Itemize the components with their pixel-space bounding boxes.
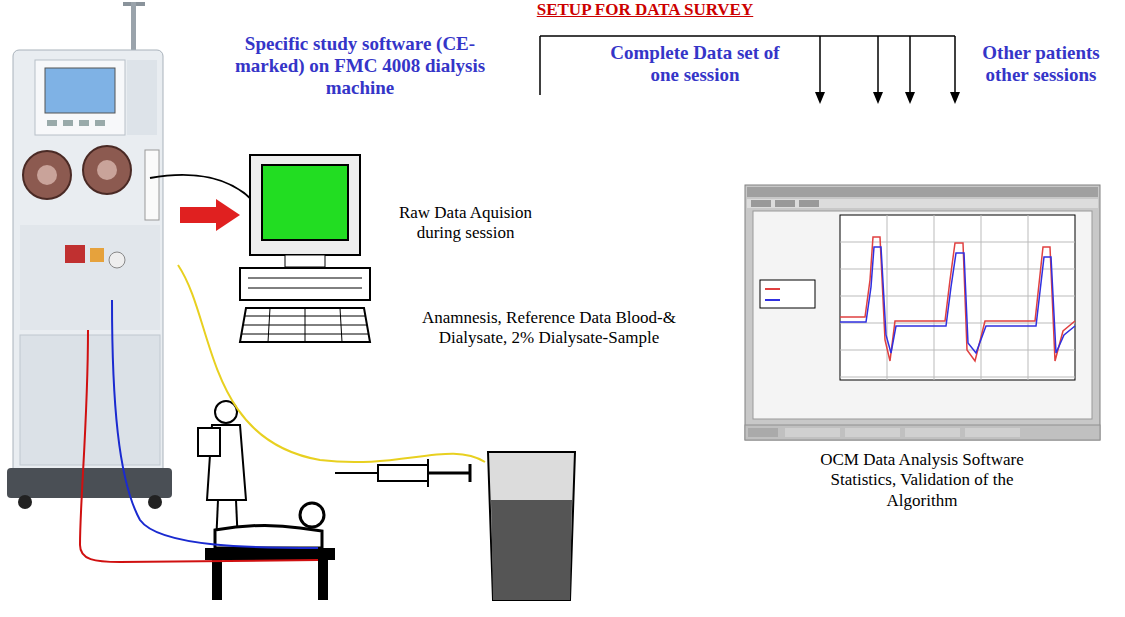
- computer-icon: [240, 150, 370, 350]
- other-sessions-label: Other patients other sessions: [962, 42, 1120, 86]
- software-screenshot: [745, 185, 1100, 440]
- data-flow-arrow: [180, 199, 240, 231]
- dialysis-machine: [5, 20, 180, 510]
- diagram-title: SETUP FOR DATA SURVEY: [505, 0, 785, 20]
- syringe: [335, 459, 470, 487]
- software-label: Specific study software (CE-marked) on F…: [225, 33, 495, 99]
- screenshot-node: OCM Data Analysis Software Statistics, V…: [745, 185, 1100, 440]
- machine-body: [7, 2, 172, 509]
- analysis-caption: OCM Data Analysis Software Statistics, V…: [802, 450, 1042, 511]
- patient-bed: [205, 503, 335, 600]
- data-set-bracket: [540, 36, 960, 104]
- dialysis-machine-node: Specific study software (CE-marked) on F…: [5, 20, 180, 510]
- reference-data-label: Anamnesis, Reference Data Blood-& Dialys…: [388, 308, 710, 349]
- dialysate-beaker: [488, 452, 575, 600]
- computer-node: Raw Data Aquision during session: [240, 150, 370, 350]
- doctor-figure: [198, 401, 246, 545]
- acquisition-label: Raw Data Aquision during session: [378, 203, 553, 244]
- data-set-label: Complete Data set of one session: [600, 42, 790, 86]
